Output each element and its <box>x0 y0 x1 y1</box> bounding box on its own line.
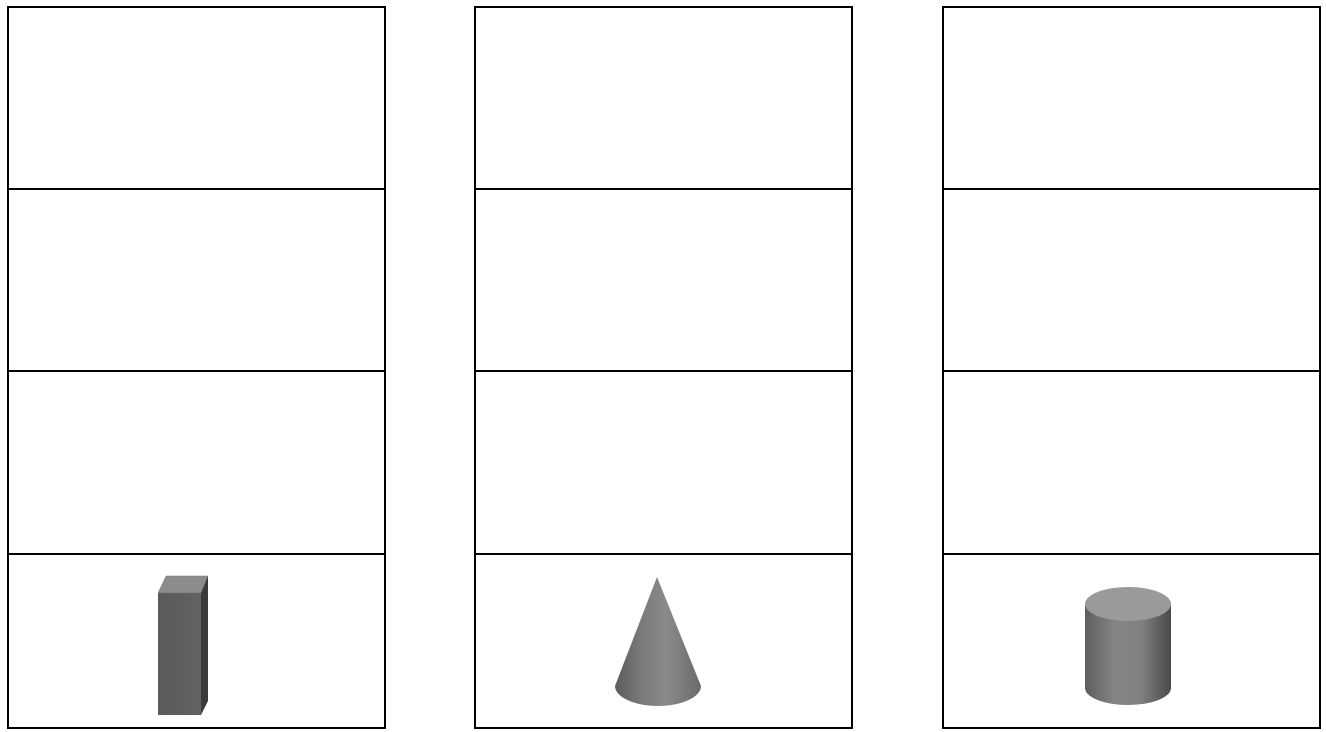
cell-row-4 <box>944 553 1319 727</box>
cell-row-3 <box>9 370 384 553</box>
cell-row-2 <box>476 188 851 370</box>
cell-row-3 <box>476 370 851 553</box>
cone-icon <box>476 555 851 727</box>
cell-row-1 <box>476 8 851 188</box>
column-cone <box>474 6 853 729</box>
rectangular-prism-icon <box>9 555 384 727</box>
column-rectangular-prism <box>7 6 386 729</box>
cell-row-2 <box>9 188 384 370</box>
column-cylinder <box>942 6 1321 729</box>
cell-row-1 <box>9 8 384 188</box>
cell-row-4 <box>9 553 384 727</box>
cell-row-3 <box>944 370 1319 553</box>
cell-row-1 <box>944 8 1319 188</box>
cell-row-4 <box>476 553 851 727</box>
cylinder-icon <box>944 555 1319 727</box>
cell-row-2 <box>944 188 1319 370</box>
